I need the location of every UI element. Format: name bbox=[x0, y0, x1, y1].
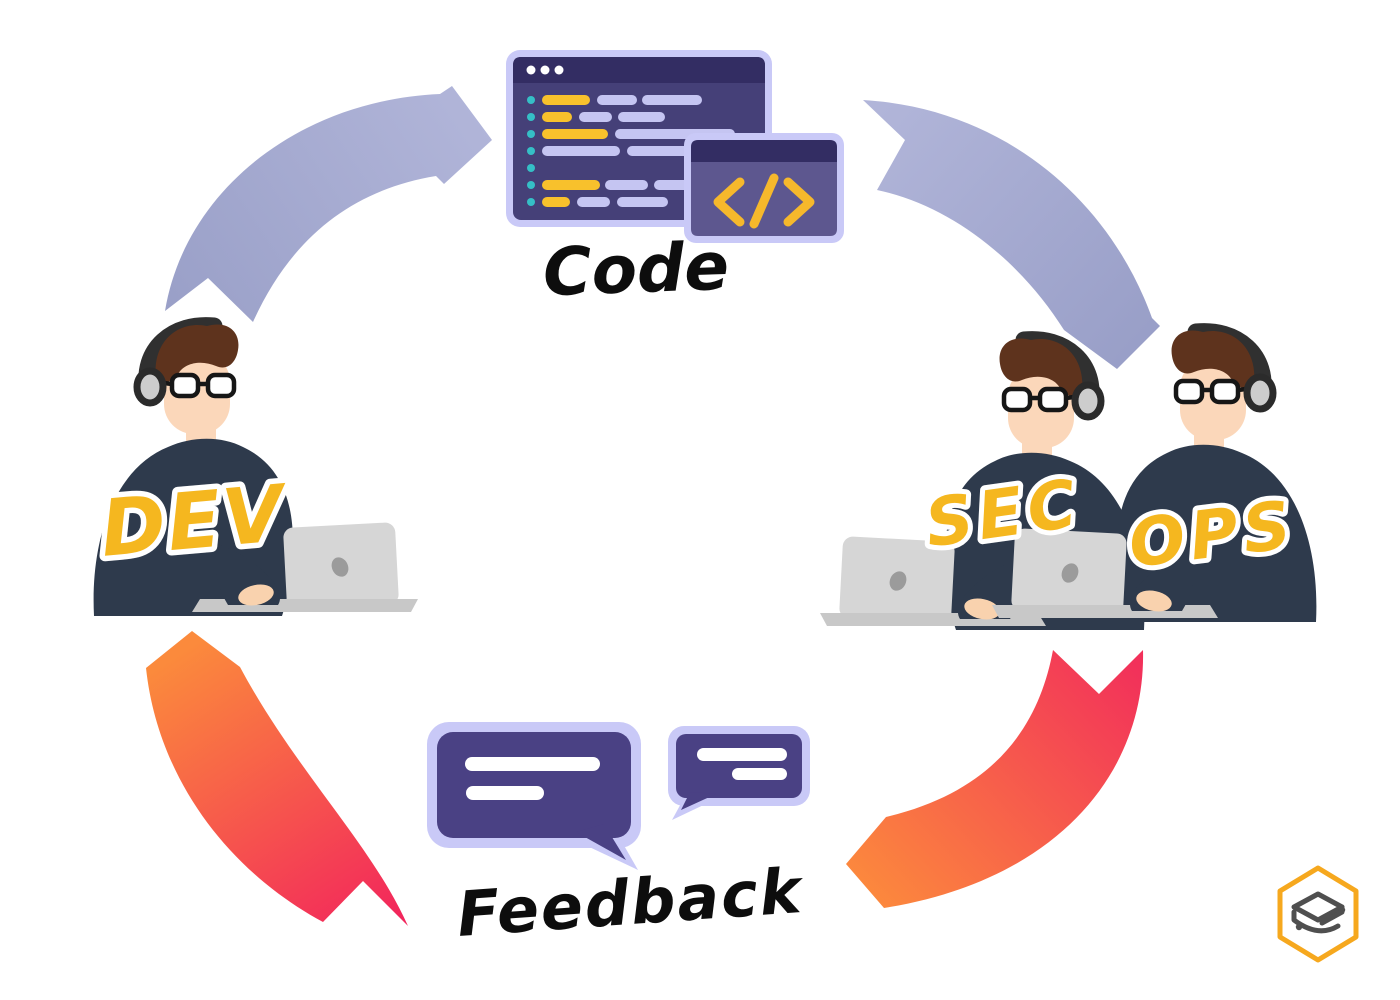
code-label: Code bbox=[542, 228, 730, 311]
person-dev bbox=[94, 325, 418, 616]
code-tag-icon bbox=[684, 133, 844, 243]
dev-label: DEV bbox=[97, 469, 292, 575]
arrow-secops-to-feedback bbox=[846, 650, 1144, 908]
arrow-feedback-to-dev bbox=[146, 631, 408, 926]
feedback-label: Feedback bbox=[455, 854, 807, 951]
arrow-dev-to-code bbox=[165, 86, 492, 322]
arrow-code-to-secops bbox=[863, 100, 1160, 369]
code-editor-window-icon bbox=[506, 50, 844, 243]
chat-bubble-small-icon bbox=[668, 726, 810, 820]
chat-bubble-large-icon bbox=[427, 722, 641, 870]
hexagon-s-logo-icon bbox=[1277, 865, 1359, 963]
code-lines bbox=[527, 95, 735, 207]
chat-bubbles-icon bbox=[427, 722, 810, 870]
